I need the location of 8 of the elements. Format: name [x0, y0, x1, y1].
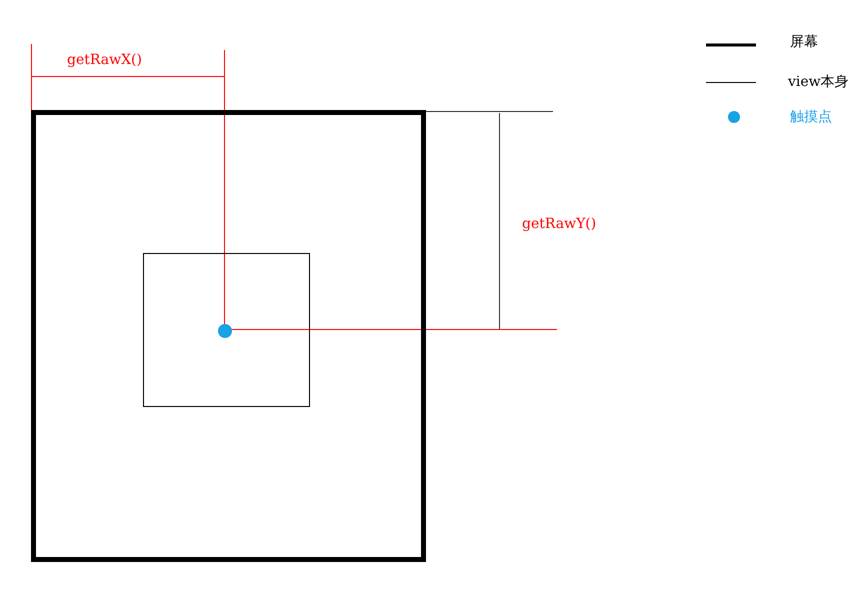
legend-label: 触摸点 — [790, 109, 832, 125]
legend-label: 屏幕 — [790, 34, 818, 50]
dimension-label: getRawY() — [522, 216, 596, 232]
dimension-label: getRawX() — [67, 52, 142, 68]
touch-point-dot — [218, 324, 232, 338]
screen-frame — [31, 110, 426, 562]
legend-label: view本身 — [788, 74, 849, 90]
view-box — [143, 253, 310, 407]
